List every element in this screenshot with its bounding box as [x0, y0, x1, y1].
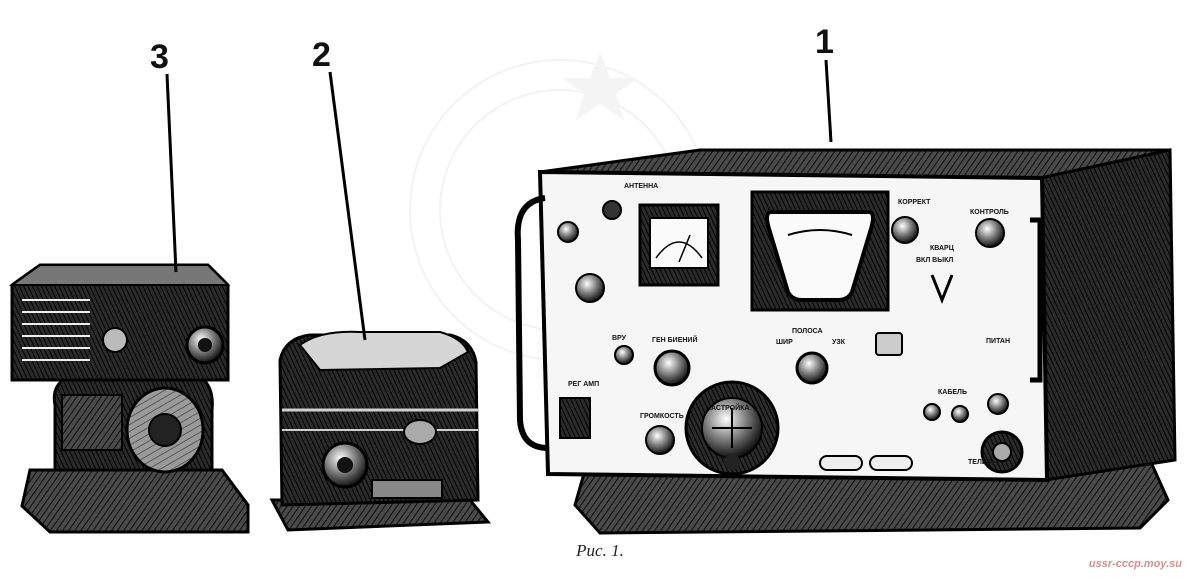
- panel-label-control: КОНТРОЛЬ: [970, 209, 1009, 216]
- leader-line-2: [328, 71, 367, 341]
- volume-knob-icon: [645, 425, 675, 455]
- callout-3: 3: [150, 38, 169, 76]
- panel-label-narrow: УЗК: [832, 339, 846, 346]
- callout-2: 2: [312, 36, 331, 74]
- figure-caption: Рис. 1.: [576, 541, 624, 560]
- leader-line-3: [165, 73, 178, 273]
- knob-icon: [891, 216, 919, 244]
- panel-label-vru: ВРУ: [612, 335, 627, 342]
- knob-icon: [975, 218, 1005, 248]
- signal-meter-icon: [649, 217, 709, 269]
- watermark-text: ussr-cccp.moy.su: [1088, 558, 1182, 570]
- callout-leaders: [165, 59, 833, 341]
- panel-label-wide: ШИР: [776, 339, 793, 346]
- range-switch-icon: [575, 273, 605, 303]
- knob-icon: [795, 351, 829, 385]
- panel-label-quartz: КВАРЦ: [930, 245, 955, 252]
- panel-label-phones: ТЕЛЕФ: [968, 459, 993, 466]
- panel-label-band: ПОЛОСА: [792, 328, 823, 335]
- toggle-switch-icon: [930, 274, 954, 305]
- unit-2-block: [269, 330, 492, 532]
- panel-label-volume: ГРОМКОСТЬ: [640, 413, 684, 420]
- panel-label-on-off: ВКЛ ВЫКЛ: [916, 257, 953, 264]
- panel-label-cable: КАБЕЛЬ: [938, 389, 967, 396]
- knob-icon: [557, 221, 579, 243]
- panel-label-antenna: АНТЕННА: [624, 183, 658, 190]
- callout-1: 1: [815, 23, 834, 61]
- unit-1-receiver: АНТЕННА КОРРЕКТ КВАРЦ ВКЛ ВЫКЛ КОНТРОЛЬ …: [514, 148, 1177, 535]
- panel-label-power: ПИТАН: [986, 338, 1010, 345]
- panel-label-correction: КОРРЕКТ: [898, 199, 931, 206]
- leader-line-1: [824, 59, 833, 143]
- unit-3-power-supply: [8, 263, 250, 534]
- panel-label-reg-amp: РЕГ АМП: [568, 381, 599, 388]
- panel-label-tuning: НАСТРОЙКА: [706, 403, 749, 412]
- knob-icon: [653, 349, 691, 387]
- panel-label-gen-beat: ГЕН БИЕНИЙ: [652, 335, 698, 344]
- knob-icon: [614, 345, 634, 365]
